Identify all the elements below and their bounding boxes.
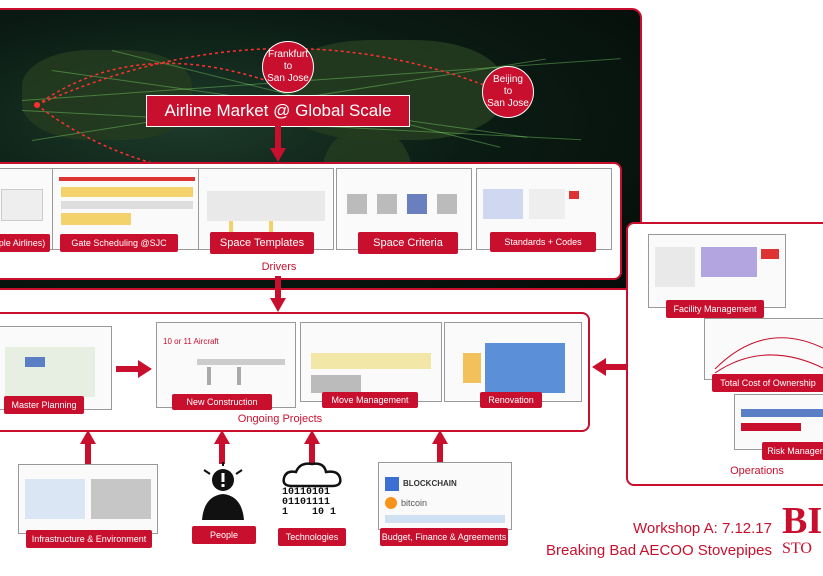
logo-top-text: BI [782, 502, 823, 542]
driver-caption-gate-scheduling[interactable]: Gate Scheduling @SJC [60, 234, 178, 252]
operations-caption-risk-management[interactable]: Risk Manager [762, 442, 823, 460]
operations-caption-facility-management[interactable]: Facility Management [666, 300, 764, 318]
thumb-move-management [300, 322, 442, 402]
new-construction-note: 10 or 11 Aircraft [163, 337, 219, 346]
input-caption-people[interactable]: People [192, 526, 256, 544]
route-frankfurt-san-jose: Frankfurt to San Jose [262, 41, 314, 93]
arrow-down-icon [270, 126, 286, 162]
driver-caption-space-templates[interactable]: Space Templates [210, 232, 314, 254]
workshop-date: Workshop A: 7.12.17 [633, 520, 772, 537]
blockchain-label: BLOCKCHAIN [403, 479, 457, 488]
project-caption-master-planning[interactable]: Master Planning [4, 396, 84, 414]
driver-caption-airlines[interactable]: ple Airlines) [0, 234, 50, 252]
workshop-title: Breaking Bad AECOO Stovepipes [546, 542, 772, 559]
operations-label: Operations [730, 465, 784, 477]
thumb-budget-finance: BLOCKCHAIN bitcoin [378, 462, 512, 530]
operations-caption-total-cost-ownership[interactable]: Total Cost of Ownership [712, 374, 823, 392]
cloud-icon [282, 462, 342, 488]
project-caption-renovation[interactable]: Renovation [480, 392, 542, 408]
project-caption-move-management[interactable]: Move Management [322, 392, 418, 408]
input-caption-infrastructure-environment[interactable]: Infrastructure & Environment [26, 530, 152, 548]
arrow-up-icon [432, 430, 448, 464]
blockchain-logo-icon [385, 477, 399, 491]
driver-caption-standards-codes[interactable]: Standards + Codes [490, 232, 596, 252]
input-caption-budget-finance[interactable]: Budget, Finance & Agreements [380, 528, 508, 546]
person-alert-icon [202, 462, 244, 520]
arrow-up-icon [80, 430, 96, 464]
thumb-new-construction: 10 or 11 Aircraft [156, 322, 296, 408]
drivers-label: Drivers [261, 261, 297, 273]
input-caption-technologies[interactable]: Technologies [278, 528, 346, 546]
binary-code: 10110101 01101111 1 10 1 [282, 487, 337, 518]
arrow-up-icon [304, 430, 320, 464]
ongoing-projects-label: Ongoing Projects [237, 413, 323, 425]
bim-storm-logo: BI STO [782, 502, 823, 572]
arrow-right-icon [116, 360, 152, 378]
thumb-risk-management [734, 394, 823, 450]
project-caption-new-construction[interactable]: New Construction [172, 394, 272, 410]
thumb-total-cost-ownership [704, 318, 823, 380]
bitcoin-label: bitcoin [401, 498, 428, 508]
logo-bottom-text: STO [782, 540, 812, 557]
thumb-renovation [444, 322, 582, 402]
map-title: Airline Market @ Global Scale [146, 95, 410, 127]
arrow-down-icon [270, 276, 286, 312]
arrow-up-icon [214, 430, 230, 464]
thumb-facility-management [648, 234, 786, 308]
bitcoin-logo-icon [385, 497, 397, 509]
driver-caption-space-criteria[interactable]: Space Criteria [358, 232, 458, 254]
thumb-infrastructure-environment [18, 464, 158, 534]
route-beijing-san-jose: Beijing to San Jose [482, 66, 534, 118]
